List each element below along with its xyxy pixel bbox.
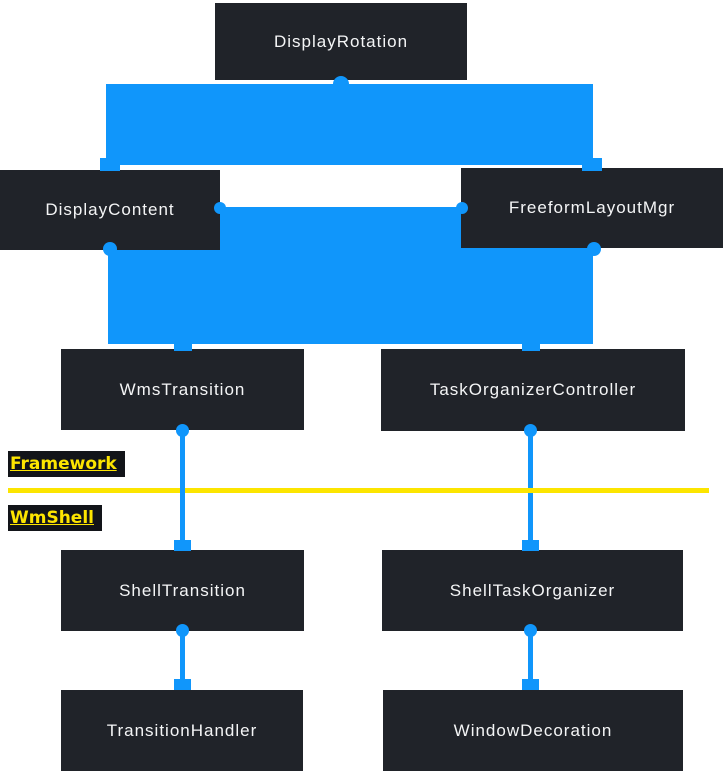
connector-dot-display-content-bottom bbox=[103, 242, 117, 256]
node-label: TransitionHandler bbox=[106, 720, 258, 740]
node-label: TaskOrganizerController bbox=[429, 380, 637, 399]
connector-cap-shell-task-organizer-bottom bbox=[524, 624, 537, 637]
node-label: DisplayRotation bbox=[273, 31, 409, 51]
node-label: FreeformLayoutMgr bbox=[508, 198, 676, 217]
connector-line-shelltransition-to-transitionhandler bbox=[180, 628, 185, 685]
connector-dot-freeform-bottom bbox=[587, 242, 601, 256]
section-label-framework: Framework bbox=[8, 451, 125, 477]
connector-dot-display-content-right bbox=[214, 202, 226, 214]
node-shell-transition: ShellTransition bbox=[61, 550, 304, 631]
connector-handle-display-content-top bbox=[100, 158, 120, 171]
connector-line-wms-to-shell-transition bbox=[180, 428, 185, 550]
node-label: DisplayContent bbox=[45, 200, 175, 219]
node-label: ShellTaskOrganizer bbox=[449, 580, 616, 600]
section-label-wmshell: WmShell bbox=[8, 505, 102, 531]
connector-handle-freeform-top bbox=[582, 158, 602, 171]
node-label: WindowDecoration bbox=[453, 720, 613, 740]
connector-cap-task-organizer-bottom bbox=[524, 424, 537, 437]
node-transition-handler: TransitionHandler bbox=[61, 690, 303, 771]
node-label: WmsTransition bbox=[119, 379, 246, 399]
connector-slab-top bbox=[106, 84, 593, 165]
node-display-rotation: DisplayRotation bbox=[215, 3, 467, 80]
node-label: ShellTransition bbox=[119, 580, 246, 600]
connector-line-shelltaskorganizer-to-windowdecoration bbox=[528, 628, 533, 685]
connector-cap-wms-transition-bottom bbox=[176, 424, 189, 437]
connector-dot-freeform-left bbox=[456, 202, 468, 214]
connector-cap-shell-transition-bottom bbox=[176, 624, 189, 637]
node-freeform-layout-mgr: FreeformLayoutMgr bbox=[461, 168, 723, 248]
node-wms-transition: WmsTransition bbox=[61, 349, 304, 430]
connector-handle-wms-transition-top bbox=[174, 338, 192, 351]
framework-wmshell-divider-line bbox=[8, 488, 709, 493]
node-shell-task-organizer: ShellTaskOrganizer bbox=[382, 550, 683, 631]
node-window-decoration: WindowDecoration bbox=[383, 690, 683, 771]
connector-handle-task-organizer-top bbox=[522, 338, 540, 351]
connector-dot-display-rotation-bottom bbox=[333, 76, 349, 92]
node-display-content: DisplayContent bbox=[0, 170, 220, 250]
node-task-organizer-controller: TaskOrganizerController bbox=[381, 349, 685, 431]
